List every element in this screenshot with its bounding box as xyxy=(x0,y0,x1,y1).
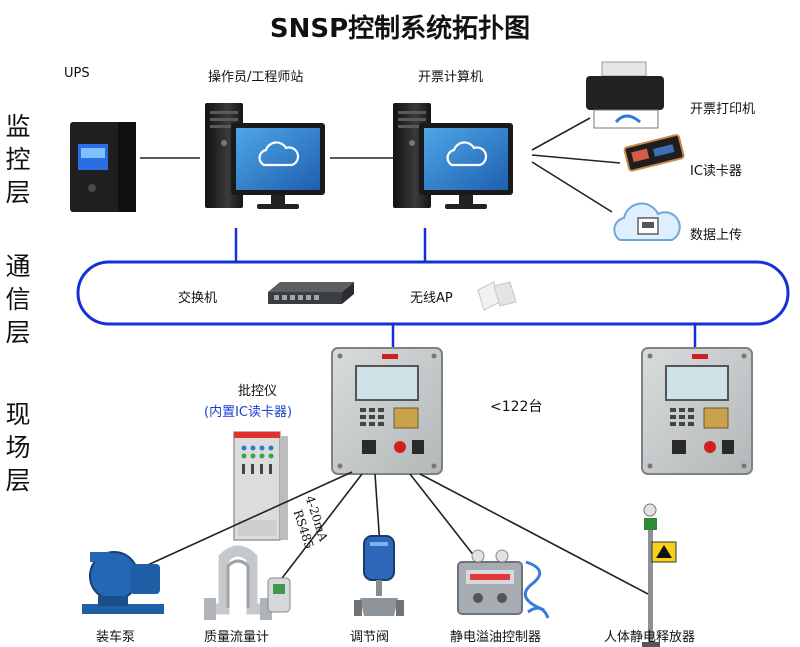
diagram-title: SNSP控制系统拓扑图 xyxy=(269,14,531,44)
monitor-links xyxy=(140,117,621,213)
pump-label: 装车泵 xyxy=(96,630,136,645)
valve-label: 调节阀 xyxy=(350,630,390,645)
flowmeter-label: 质量流量计 xyxy=(204,630,270,645)
ic-reader-icon xyxy=(623,134,685,172)
flowmeter-icon xyxy=(204,545,291,620)
switch-icon xyxy=(268,282,354,304)
ups-label: UPS xyxy=(64,66,90,81)
static-discharger-icon xyxy=(642,503,677,647)
ups-device xyxy=(70,122,136,212)
wireless-ap-label: 无线AP xyxy=(410,291,453,306)
wireless-ap-icon xyxy=(477,281,517,311)
layer-monitor-char-3: 层 xyxy=(5,178,31,207)
layer-field-char-2: 场 xyxy=(5,433,31,462)
field-links xyxy=(127,471,649,595)
batch-controller-box-2 xyxy=(641,347,753,475)
upload-label: 数据上传 xyxy=(690,228,743,243)
valve-icon xyxy=(354,535,404,616)
layer-monitor: 监 控 层 xyxy=(3,110,33,209)
cabinet-icon xyxy=(233,431,288,541)
layer-comm-char-3: 层 xyxy=(5,318,31,347)
operator-workstation xyxy=(205,103,325,209)
ticket-pc xyxy=(393,103,513,209)
operator-label: 操作员/工程师站 xyxy=(208,70,304,85)
layer-comm: 通 信 层 xyxy=(3,250,33,349)
layer-field: 现 场 层 xyxy=(3,398,33,497)
controller-note: (内置IC读卡器) xyxy=(204,405,293,420)
ticket-pc-label: 开票计算机 xyxy=(418,70,484,85)
layer-field-char-3: 层 xyxy=(5,466,31,495)
layer-field-char-1: 现 xyxy=(5,400,31,429)
switch-label: 交换机 xyxy=(178,291,218,306)
printer-label: 开票打印机 xyxy=(690,102,756,117)
network-ring xyxy=(76,260,790,326)
layer-comm-char-2: 信 xyxy=(5,285,31,314)
ic-reader-label: IC读卡器 xyxy=(690,164,742,179)
pump-icon xyxy=(82,551,164,614)
layer-monitor-char-2: 控 xyxy=(5,145,31,174)
controller-count: <122台 xyxy=(490,399,543,415)
controller-label: 批控仪 xyxy=(238,384,278,399)
overflow-controller-icon xyxy=(457,549,550,619)
layer-comm-char-1: 通 xyxy=(5,252,31,281)
static-label: 人体静电释放器 xyxy=(604,630,696,645)
layer-monitor-char-1: 监 xyxy=(5,112,31,141)
printer-icon xyxy=(586,61,664,129)
upload-cloud-icon xyxy=(613,202,681,241)
batch-controller-box xyxy=(331,347,443,475)
overflow-label: 静电溢油控制器 xyxy=(450,630,542,645)
